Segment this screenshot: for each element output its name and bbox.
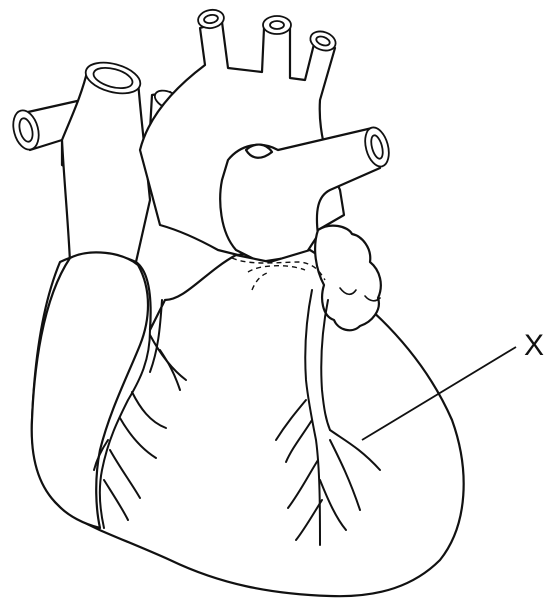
label-x: X: [524, 331, 544, 361]
vena-cava-trunk: [62, 57, 150, 262]
